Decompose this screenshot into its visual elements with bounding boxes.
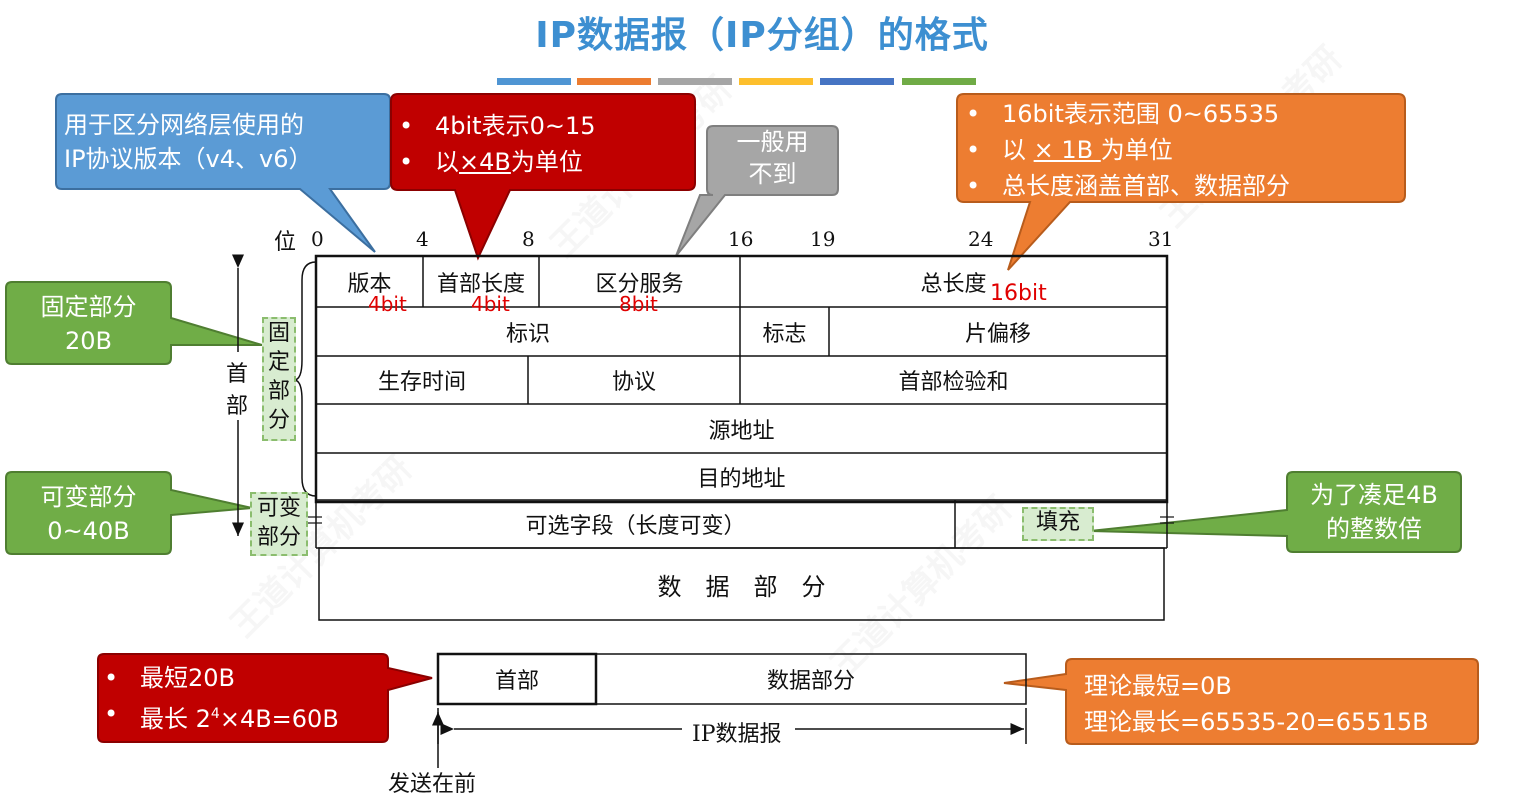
variable-part-tag: 可变 部分: [250, 492, 308, 556]
field-source-address: 源地址: [708, 418, 775, 444]
callout-version: 用于区分网络层使用的 IP协议版本（v4、v6）: [64, 111, 313, 173]
callout-variable-part: 可变部分 0~40B: [40, 483, 137, 545]
title-bar-2: [577, 78, 651, 85]
field-header-length: 首部长度: [436, 272, 525, 297]
bits-version: 4bit: [368, 292, 407, 316]
callout-theory-shape: [1003, 658, 1479, 745]
field-identification: 标识: [505, 321, 550, 347]
callout-fixed-shape: [5, 281, 263, 365]
field-destination-address: 目的地址: [697, 466, 786, 492]
bit-axis-prefix: 位: [274, 230, 297, 255]
field-total-length: 总长度: [920, 272, 987, 297]
datagram-data: 数据部分: [766, 669, 855, 694]
bit-tick-19: 19: [810, 227, 836, 251]
callout-padding: 为了凑足4B 的整数倍: [1310, 481, 1438, 543]
bits-diff-services: 8bit: [619, 292, 658, 316]
page-title: IP数据报（IP分组）的格式: [535, 15, 989, 56]
bit-tick-0: 0: [311, 227, 324, 251]
bit-tick-16: 16: [728, 227, 754, 251]
title-bar-4: [739, 78, 813, 85]
field-ttl: 生存时间: [377, 370, 466, 395]
datagram-header: 首部: [494, 669, 539, 694]
header-side-label-2: 部: [226, 388, 249, 420]
callout-diff-services: 一般用 不到: [736, 128, 809, 188]
fixed-part-tag: 固 定 部 分: [262, 317, 296, 441]
callout-total-length: 16bit表示范围 0~65535 以 × 1B 为单位 总长度涵盖首部、数据部…: [962, 96, 1402, 204]
callout-tos-shape: [675, 125, 839, 257]
callout-min-max: 最短20B 最长 24×4B=60B: [100, 660, 390, 737]
bit-tick-8: 8: [522, 227, 535, 251]
bit-tick-24: 24: [968, 227, 994, 251]
field-header-checksum: 首部检验和: [898, 370, 1009, 395]
title-bar-6: [902, 78, 976, 85]
field-protocol: 协议: [611, 370, 656, 395]
bit-tick-4: 4: [416, 227, 429, 251]
field-version: 版本: [347, 272, 392, 297]
field-options: 可选字段（长度可变）: [525, 514, 746, 539]
title-bar-1: [497, 78, 571, 85]
field-data: 数 据 部 分: [657, 572, 826, 601]
padding-tag: 填充: [1022, 507, 1094, 541]
datagram-label: IP数据报: [688, 716, 786, 748]
bits-total-length: 16bit: [990, 281, 1047, 306]
callout-variable-shape: [5, 471, 253, 555]
title-bar-3: [658, 78, 732, 85]
field-flags: 标志: [762, 321, 807, 347]
callout-version-shape: [55, 93, 391, 253]
callout-fixed-part: 固定部分 20B: [40, 293, 137, 355]
bits-header-length: 4bit: [471, 292, 510, 316]
callout-theory: 理论最短=0B 理论最长=65535-20=65515B: [1084, 672, 1429, 736]
send-first-label: 发送在前: [388, 772, 477, 797]
header-side-label-1: 首: [226, 356, 249, 388]
field-fragment-offset: 片偏移: [964, 321, 1031, 347]
callout-header-length: 4bit表示0~15 以×4B为单位: [395, 92, 685, 180]
callout-padding-shape: [1089, 471, 1462, 553]
bit-tick-31: 31: [1148, 227, 1174, 251]
field-diff-services: 区分服务: [595, 272, 684, 297]
title-bar-5: [820, 78, 894, 85]
